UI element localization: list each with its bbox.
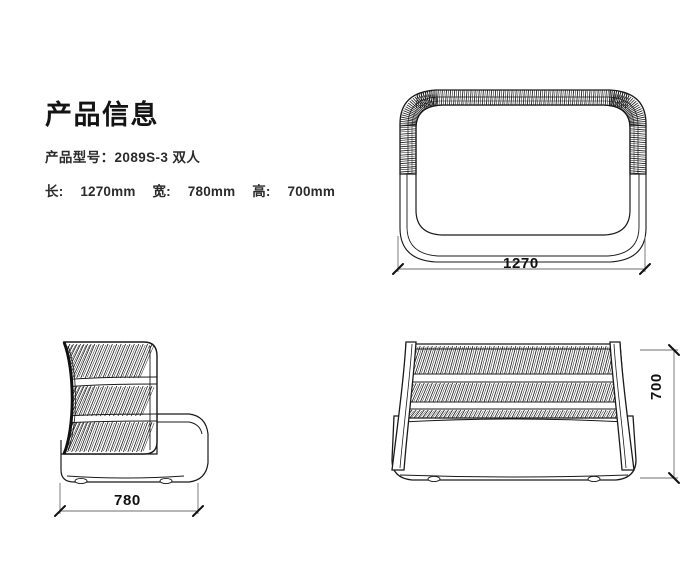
top-view xyxy=(378,78,668,283)
top-view-cushion xyxy=(415,104,631,236)
front-view-base-line xyxy=(399,474,629,478)
front-view-arm-left xyxy=(391,341,417,471)
front-view xyxy=(372,330,692,530)
front-view-arm-right xyxy=(609,341,635,471)
side-view-feet xyxy=(74,477,173,485)
length-label: 长: xyxy=(45,184,64,200)
side-view-base xyxy=(60,413,209,483)
length-value: 1270mm xyxy=(80,184,136,200)
model-value: 2089S-3 双人 xyxy=(114,150,201,166)
dimension-label-height: 700 xyxy=(648,373,665,400)
model-label: 产品型号： xyxy=(45,150,115,166)
height-label: 高: xyxy=(252,184,271,200)
dimensions-line: 长: 1270mm 宽: 780mm 高: 700mm xyxy=(45,180,375,200)
side-view-edge-accent xyxy=(62,341,74,455)
width-value: 780mm xyxy=(187,184,236,200)
front-view-cushion-line xyxy=(401,418,627,423)
model-line: 产品型号：2089S-3 双人 xyxy=(45,146,375,166)
width-label: 宽: xyxy=(152,184,171,200)
side-view xyxy=(34,330,234,530)
side-view-backrest-inner xyxy=(67,345,151,451)
dimension-label-width: 780 xyxy=(114,492,141,509)
product-info-block: 产品信息 产品型号：2089S-3 双人 长: 1270mm 宽: 780mm … xyxy=(45,100,375,200)
page-title: 产品信息 xyxy=(45,100,159,130)
front-view-base xyxy=(391,415,637,481)
dimension-label-length: 1270 xyxy=(503,255,539,272)
front-view-feet xyxy=(427,475,601,483)
side-view-seat-edge xyxy=(66,421,203,479)
front-view-arm-details xyxy=(399,343,627,469)
height-value: 700mm xyxy=(287,184,336,200)
